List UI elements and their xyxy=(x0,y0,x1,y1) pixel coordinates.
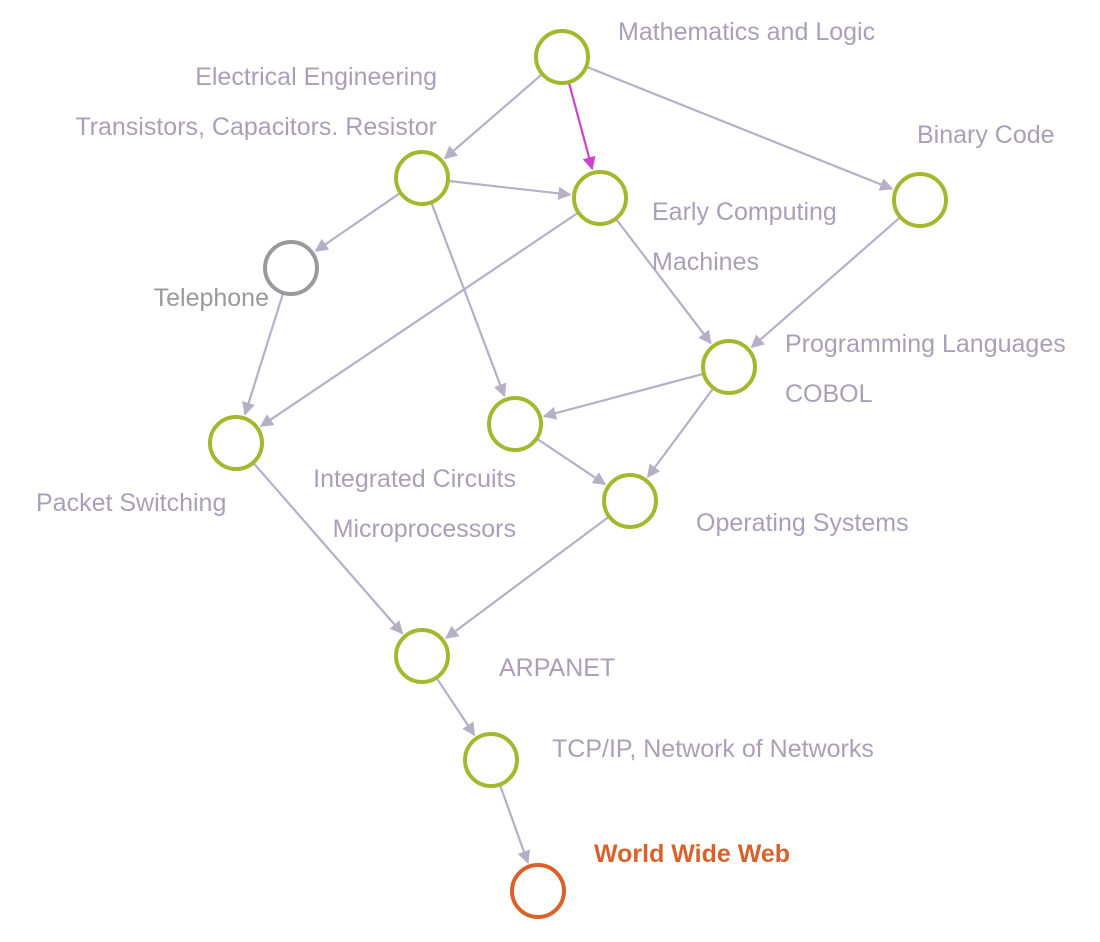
nodes-layer xyxy=(208,29,948,919)
node-arpanet[interactable] xyxy=(394,628,450,684)
node-elec[interactable] xyxy=(394,150,450,206)
node-label-early-line2: Machines xyxy=(652,248,759,276)
edge-math-to-early xyxy=(567,81,596,171)
edge-os-to-arpanet xyxy=(445,515,610,639)
edge-early-to-packet xyxy=(259,211,580,428)
edge-telephone-to-packet xyxy=(242,292,285,416)
edge-ic-to-os xyxy=(535,437,607,486)
node-label-elec-line2: Transistors, Capacitors. Resistor xyxy=(75,113,437,141)
node-label-telephone: Telephone xyxy=(154,284,269,312)
node-label-www: World Wide Web xyxy=(594,840,790,868)
edge-prog-to-ic xyxy=(542,372,705,420)
node-early[interactable] xyxy=(572,170,628,226)
node-tcpip[interactable] xyxy=(463,732,519,788)
node-telephone[interactable] xyxy=(263,240,319,296)
node-label-binary: Binary Code xyxy=(917,121,1055,149)
edge-elec-to-telephone xyxy=(314,191,402,252)
node-label-prog-line2: COBOL xyxy=(785,380,873,408)
edge-tcpip-to-www xyxy=(498,784,531,865)
node-ic[interactable] xyxy=(487,396,543,452)
node-label-tcpip: TCP/IP, Network of Networks xyxy=(552,735,874,763)
node-os[interactable] xyxy=(602,473,658,529)
node-label-ic: Integrated Circuits xyxy=(313,465,516,493)
node-label-math: Mathematics and Logic xyxy=(618,18,875,46)
node-label-os: Operating Systems xyxy=(696,509,909,537)
edge-binary-to-prog xyxy=(750,216,902,349)
node-label-ic-line2: Microprocessors xyxy=(333,515,516,543)
edge-early-to-prog xyxy=(614,218,712,345)
edge-elec-to-ic xyxy=(430,201,507,398)
edge-elec-to-early xyxy=(447,179,572,200)
node-label-elec: Electrical Engineering xyxy=(195,63,437,91)
node-label-prog: Programming Languages xyxy=(785,330,1066,358)
node-math[interactable] xyxy=(534,29,590,85)
edge-packet-to-arpanet xyxy=(252,461,404,635)
edge-math-to-elec xyxy=(443,73,544,160)
edge-arpanet-to-tcpip xyxy=(435,677,476,737)
node-packet[interactable] xyxy=(208,415,264,471)
edge-math-to-binary xyxy=(585,65,894,191)
edge-prog-to-os xyxy=(646,387,715,478)
edges-layer xyxy=(242,65,902,865)
node-label-arpanet: ARPANET xyxy=(499,654,615,682)
node-label-early: Early Computing xyxy=(652,198,837,226)
node-label-packet: Packet Switching xyxy=(36,489,226,517)
node-www[interactable] xyxy=(510,863,566,919)
node-binary[interactable] xyxy=(892,172,948,228)
node-prog[interactable] xyxy=(701,339,757,395)
